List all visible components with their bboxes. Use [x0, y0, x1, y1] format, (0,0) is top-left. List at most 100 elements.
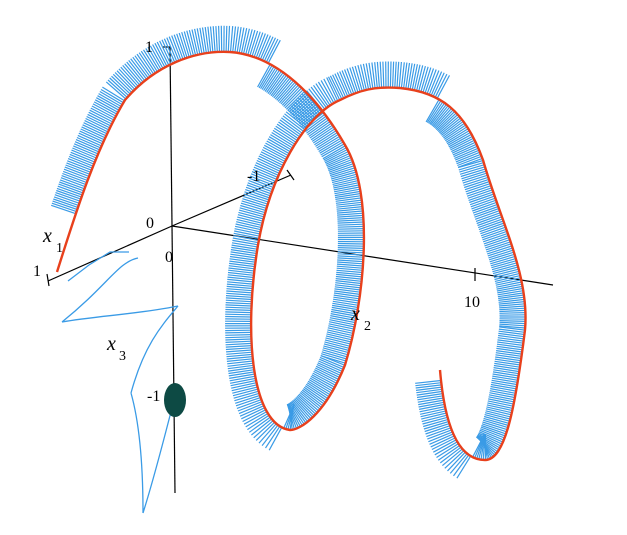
ribbon-hatch [422, 416, 448, 425]
ribbon-hatch [230, 379, 257, 387]
ribbon-hatch [268, 136, 292, 151]
ribbon-hatch [324, 148, 348, 162]
ribbon-hatch [326, 331, 353, 339]
ribbon-hatch [229, 375, 256, 382]
x3-tick-label-1: 1 [145, 39, 153, 56]
ribbon-hatch [253, 166, 279, 178]
ribbon-hatch [138, 52, 155, 75]
ribbon-hatch [488, 394, 515, 401]
ribbon-hatch [394, 61, 397, 88]
ribbon-hatch [332, 74, 345, 99]
tangent-ribbon [51, 25, 526, 479]
ribbon-hatch [225, 25, 228, 52]
ribbon-hatch [434, 441, 458, 456]
ribbon-hatch [134, 55, 151, 78]
ribbon-hatch [495, 279, 522, 286]
ribbon-hatch [238, 27, 245, 54]
ribbon-hatch [102, 86, 125, 102]
ribbon-hatch [496, 343, 523, 349]
ribbon-hatch [499, 323, 526, 327]
ribbon-hatch [351, 66, 361, 92]
ribbon-hatch [330, 313, 357, 319]
ribbon-hatch [489, 392, 516, 399]
ribbon-hatch [159, 40, 172, 65]
ribbon-hatch [85, 117, 110, 131]
ribbon-hatch [228, 369, 255, 375]
ribbon-hatch [461, 172, 488, 182]
ribbon-hatch [61, 175, 87, 186]
ribbon-hatch [496, 347, 523, 353]
ribbon-hatch [312, 372, 336, 386]
ribbon-hatch [245, 29, 253, 55]
ribbon-hatch [341, 70, 353, 95]
ribbon-hatch [226, 292, 253, 296]
ribbon-hatch [311, 126, 335, 142]
ribbon-hatch [474, 207, 500, 218]
ribbon-hatch [156, 41, 170, 66]
ribbon-hatch [277, 81, 296, 102]
ribbon-hatch [218, 25, 221, 52]
x2-axis-label-sub: 2 [364, 319, 371, 334]
ribbon-hatch [317, 81, 333, 105]
ribbon-hatch [274, 78, 293, 100]
ribbon-hatch [459, 166, 486, 175]
ribbon-hatch [77, 134, 102, 147]
ribbon-hatch [417, 397, 444, 403]
ribbon-hatch [336, 206, 363, 210]
ribbon-hatch [326, 154, 351, 167]
ribbon-hatch [499, 312, 526, 314]
ribbon-hatch [234, 392, 260, 402]
ribbon-hatch [413, 64, 421, 91]
ribbon-hatch [282, 115, 305, 132]
ribbon-hatch [130, 58, 148, 80]
ribbon-hatch [313, 370, 337, 384]
ribbon-hatch [337, 257, 364, 260]
ribbon-hatch [493, 364, 520, 370]
x1-tick-label-0: 0 [146, 215, 154, 232]
ribbon-hatch [225, 342, 252, 346]
ribbon-hatch [431, 437, 456, 451]
ribbon-hatch [492, 371, 519, 377]
ribbon-hatch [92, 103, 117, 117]
ribbon-hatch [493, 369, 520, 375]
x1-axis-label: x [42, 225, 52, 247]
ribbon-hatch [491, 260, 517, 269]
ribbon-hatch [491, 377, 518, 383]
ribbon-hatch [228, 371, 255, 377]
ribbon-hatch [425, 425, 451, 435]
ribbon-hatch [301, 93, 321, 115]
ribbon-hatch [230, 253, 257, 259]
ribbon-hatch [231, 246, 258, 252]
ribbon-hatch [494, 358, 521, 364]
ribbon-hatch [346, 68, 357, 94]
ribbon-hatch [323, 343, 350, 352]
ribbon-hatch [332, 304, 358, 311]
ribbon-hatch [280, 84, 299, 105]
ribbon-hatch [225, 340, 252, 343]
ribbon-hatch [54, 194, 80, 204]
ribbon-hatch [334, 188, 361, 195]
ribbon-hatch [325, 152, 350, 165]
ribbon-hatch [415, 382, 442, 387]
ribbon-hatch [232, 386, 258, 394]
ribbon-hatch [365, 63, 372, 90]
ribbon-hatch [499, 321, 526, 325]
ribbon-hatch [229, 26, 234, 53]
axis-labels: 1 -1 x 1 1 0 0 -1 10 x 2 x 3 [33, 39, 480, 405]
ribbon-hatch [337, 247, 364, 249]
ribbon-hatch [326, 156, 352, 168]
ribbon-hatch [251, 418, 273, 436]
ribbon-hatch [480, 226, 506, 237]
ribbon-hatch [227, 364, 254, 370]
ribbon-hatch [463, 176, 489, 186]
ribbon-hatch [199, 27, 205, 54]
ribbon-hatch [499, 307, 526, 311]
ribbon-hatch [270, 74, 288, 97]
ribbon-hatch [305, 383, 329, 400]
ribbon-hatch [495, 354, 522, 360]
ribbon-hatch [482, 421, 508, 431]
ribbon-hatch [418, 401, 445, 408]
ribbon-hatch [465, 183, 491, 193]
ribbon-hatch [472, 201, 498, 212]
ribbon-hatch [226, 353, 253, 358]
